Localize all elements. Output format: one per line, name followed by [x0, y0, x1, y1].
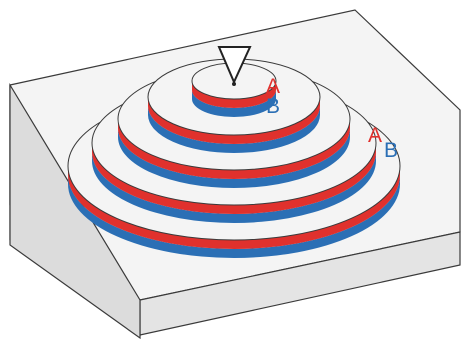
layer-b-band [192, 90, 276, 117]
inner-label-b: B [266, 95, 280, 118]
triangle-down-icon [217, 46, 252, 86]
layer-a-band [148, 97, 320, 144]
outer-label-a: A [368, 124, 382, 147]
layer-a-band [118, 119, 350, 179]
layer-b-band [118, 128, 350, 188]
inner-label-a: A [266, 75, 280, 98]
block-left-side [9, 82, 141, 340]
layer-b-band [148, 106, 320, 153]
outer-label-b: B [384, 139, 398, 162]
layer-a-band [192, 81, 276, 108]
